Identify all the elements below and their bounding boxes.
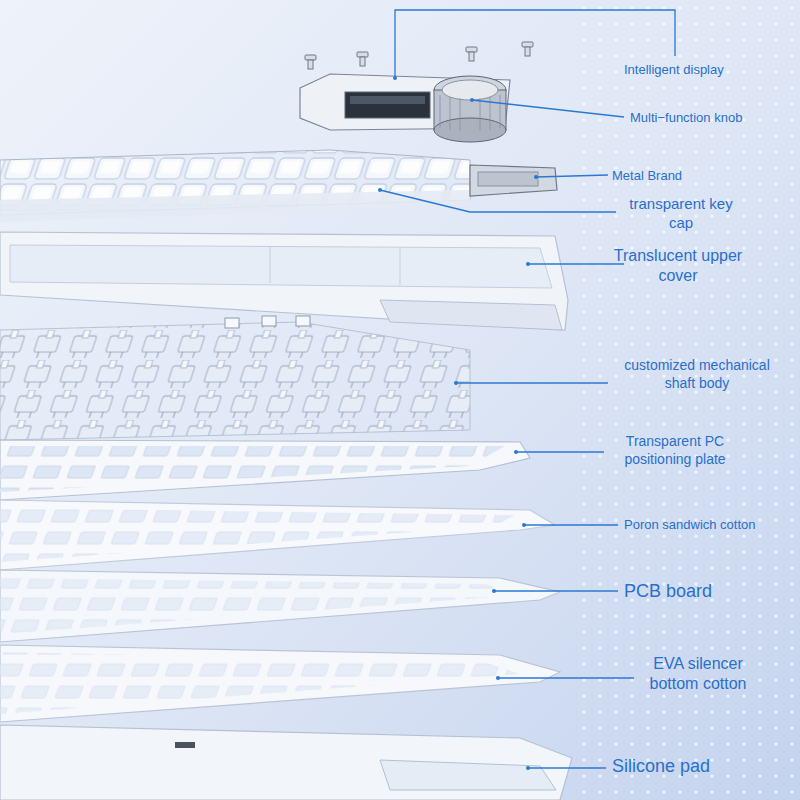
part-label: PCB board bbox=[624, 580, 774, 603]
part-label: transparent key cap bbox=[616, 195, 746, 233]
part-label: Transparent PC positioning plate bbox=[605, 433, 745, 468]
part-label: Poron sandwich cotton bbox=[624, 517, 794, 533]
part-label: Metal Brand bbox=[612, 168, 762, 184]
part-label: customized mechanical shaft body bbox=[611, 357, 783, 392]
part-label: Intelligent display bbox=[624, 62, 774, 78]
part-label: EVA silencer bottom cotton bbox=[633, 654, 763, 694]
part-label: Multi−function knob bbox=[630, 110, 790, 126]
part-label: Silicone pad bbox=[612, 755, 762, 778]
part-label: Translucent upper cover bbox=[608, 246, 748, 286]
